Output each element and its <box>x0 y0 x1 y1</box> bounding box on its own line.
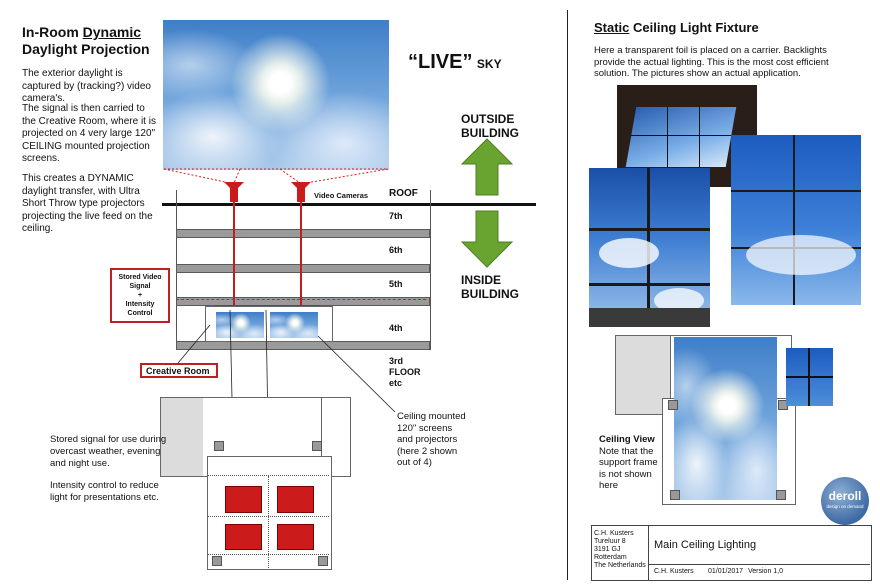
live-sky-label: “LIVE” SKY <box>408 51 502 74</box>
projection-screen-left <box>216 312 264 338</box>
floor-label-5: 5th <box>389 279 403 289</box>
outside-label-2: BUILDING <box>461 126 519 140</box>
deroll-logo: deroll design on demand <box>821 477 869 525</box>
floor-label-3-line2: FLOOR <box>389 367 421 377</box>
projection-screen-right <box>270 312 318 338</box>
stored-box-line5: Control <box>127 310 153 317</box>
intensity-note: Intensity control to reduce light for pr… <box>50 480 159 503</box>
stored-box-line3: + <box>137 292 143 299</box>
live-sky-image <box>163 20 389 170</box>
ceiling-screen-2 <box>277 486 314 513</box>
title-block-divider-v <box>648 525 649 580</box>
title-block <box>591 525 872 581</box>
left-para-2: The signal is then carried to the Creati… <box>22 103 156 164</box>
ceiling-view-caption: Ceiling View Note that the support frame… <box>599 434 659 492</box>
arrow-up-icon <box>460 138 514 196</box>
camera-icon-right <box>291 182 311 202</box>
ceiling-note-line2: 120" screens <box>397 422 453 434</box>
address-name: C.H. Kusters <box>594 530 634 537</box>
page-divider <box>567 10 568 580</box>
outside-building-label: OUTSIDE BUILDING <box>461 112 519 140</box>
address-country: The Netherlands <box>594 562 646 569</box>
title-block-title: Main Ceiling Lighting <box>654 539 757 551</box>
right-para: Here a transparent foil is placed on a c… <box>594 45 829 79</box>
ceiling-view-column-3 <box>670 490 680 500</box>
photo-small-fixture <box>786 348 833 406</box>
right-heading-static: Static <box>594 20 630 35</box>
address-city: Rotterdam <box>594 554 627 561</box>
title-block-divider-h <box>648 564 870 565</box>
title-block-author: C.H. Kusters <box>654 568 694 575</box>
video-cameras-label: Video Cameras <box>314 191 369 200</box>
floor-label-3-line1: 3rd <box>389 356 404 366</box>
floorplan-column-4 <box>318 556 328 566</box>
stored-box-line4: Intensity <box>125 301 155 308</box>
creative-room-label-box: Creative Room <box>140 363 218 378</box>
creative-room-label: Creative Room <box>146 366 210 376</box>
left-heading-a: In-Room <box>22 24 83 40</box>
roof-label: ROOF <box>389 188 418 199</box>
floor-label-6: 6th <box>389 245 403 255</box>
address-zip: 3191 GJ <box>594 546 621 553</box>
photo-ceiling-fixture-right <box>731 135 861 305</box>
outside-label-1: OUTSIDE <box>461 112 515 126</box>
logo-text: deroll <box>828 489 862 503</box>
left-heading-line2: Daylight Projection <box>22 41 150 57</box>
floor-slab-7 <box>176 229 430 238</box>
ceiling-note-line5: out of 4) <box>397 457 432 468</box>
ceiling-view-note: Note that the support frame is not shown… <box>599 445 658 492</box>
floorplan-column-3 <box>212 556 222 566</box>
left-para-1: The exterior daylight is captured by (tr… <box>22 68 151 104</box>
ceiling-note-line1: Ceiling mounted <box>397 411 466 422</box>
floorplan-room <box>207 456 332 570</box>
ceiling-note-line3: and projectors <box>397 434 458 445</box>
ceiling-view-column-1 <box>668 400 678 410</box>
ceiling-screen-1 <box>225 486 262 513</box>
arrow-down-icon <box>460 210 514 268</box>
sky-label: SKY <box>476 57 502 71</box>
photo-ceiling-fixture-left <box>589 168 710 327</box>
right-heading: Static Ceiling Light Fixture <box>594 19 759 36</box>
ceiling-screen-4 <box>277 524 314 550</box>
ceiling-view-sky-image <box>674 337 777 500</box>
title-block-version: Version 1,0 <box>748 568 784 575</box>
floor-slab-6 <box>176 264 430 273</box>
floor-label-7: 7th <box>389 211 403 221</box>
ceiling-screen-3 <box>225 524 262 550</box>
ceiling-view-title: Ceiling View <box>599 434 655 445</box>
signal-dashed-line <box>176 299 426 300</box>
ceiling-note-line4: (here 2 shown <box>397 445 458 457</box>
floor-label-3-line3: etc <box>389 378 403 388</box>
floor-label-3: 3rd FLOOR etc <box>389 356 421 389</box>
stored-signal-note: Stored signal for use during overcast we… <box>50 434 167 469</box>
inside-building-label: INSIDE BUILDING <box>461 273 519 301</box>
floorplan-left-block <box>160 397 205 477</box>
stored-box-line2: Signal <box>129 283 151 290</box>
camera-view-lines <box>163 168 389 184</box>
inside-label-2: BUILDING <box>461 287 519 301</box>
left-heading-dynamic: Dynamic <box>82 24 142 40</box>
camera-icon-left <box>224 182 244 202</box>
signal-line-left <box>233 202 235 306</box>
live-label: “LIVE” <box>408 51 473 73</box>
stored-box-line1: Stored Video <box>118 274 162 281</box>
signal-line-right <box>300 202 302 306</box>
title-block-address: C.H. Kusters Tureluur 8 3191 GJ Rotterda… <box>594 530 648 570</box>
floorplan-dotline-v <box>268 476 269 568</box>
right-heading-rest: Ceiling Light Fixture <box>629 20 759 35</box>
floorplan-column-1 <box>214 441 224 451</box>
ceiling-mounted-note: Ceiling mounted 120" screens and project… <box>397 411 477 469</box>
roof-line <box>162 203 536 206</box>
stored-video-box: Stored Video Signal + Intensity Control <box>110 268 170 323</box>
address-street: Tureluur 8 <box>594 538 626 545</box>
left-heading: In-Room Dynamic Daylight Projection <box>22 24 172 58</box>
inside-label-1: INSIDE <box>461 273 502 287</box>
left-para-3: This creates a DYNAMIC daylight transfer… <box>22 173 153 234</box>
logo-sub: design on demand <box>826 504 864 509</box>
ceiling-view-column-4 <box>776 490 786 500</box>
floorplan-column-2 <box>312 441 322 451</box>
floor-label-4: 4th <box>389 323 403 333</box>
title-block-date: 01/01/2017 <box>708 568 744 575</box>
floorplan-dotline-h1 <box>208 475 329 476</box>
